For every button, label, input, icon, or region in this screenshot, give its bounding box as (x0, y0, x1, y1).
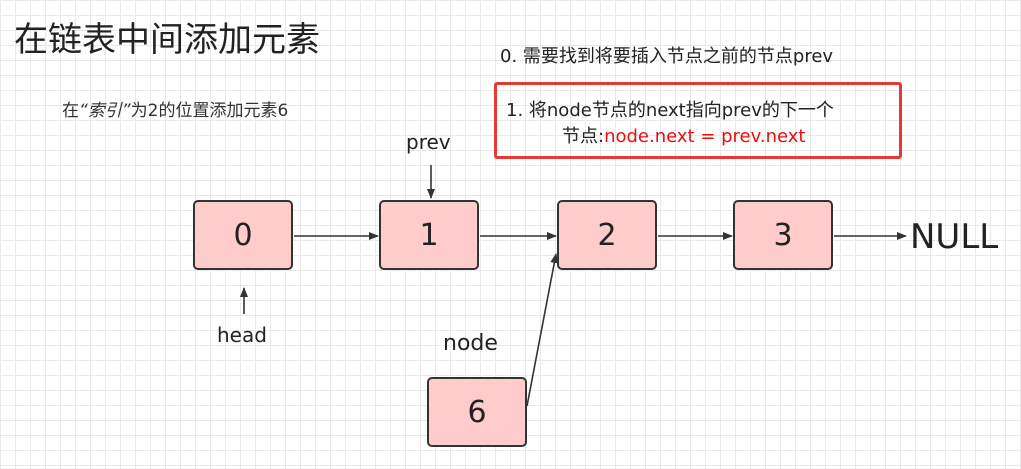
null-label: NULL (910, 217, 999, 257)
subtitle: 在“索引”为2的位置添加元素6 (62, 96, 288, 121)
step-1-text-line1: 1. 将node节点的next指向prev的下一个 (506, 100, 834, 121)
step-1-code: node.next = prev.next (604, 126, 806, 147)
node-value: 0 (233, 217, 253, 253)
subtitle-before: 在 (62, 101, 79, 121)
page-title: 在链表中间添加元素 (14, 20, 320, 60)
new-node-6: 6 (427, 377, 527, 447)
node-value: 1 (419, 217, 439, 253)
step-0-text: 0. 需要找到将要插入节点之前的节点prev (500, 46, 834, 67)
node-value: 2 (597, 217, 617, 253)
list-node-2: 2 (557, 200, 657, 270)
step-1-prefix: 节点: (562, 126, 605, 147)
step-1-text-line2: 节点:node.next = prev.next (562, 122, 805, 148)
subtitle-quoted-term: “索引” (79, 101, 131, 121)
list-node-0: 0 (193, 200, 293, 270)
prev-label: prev (406, 130, 451, 154)
list-node-3: 3 (733, 200, 833, 270)
node-label: node (443, 331, 498, 356)
node-value: 6 (467, 394, 487, 430)
arrow-6-to-2 (526, 253, 559, 407)
subtitle-after: 为2的位置添加元素6 (130, 101, 289, 121)
step-1-highlight-box (494, 82, 902, 159)
head-label: head (217, 323, 267, 347)
list-node-1: 1 (379, 200, 479, 270)
node-value: 3 (773, 217, 793, 253)
